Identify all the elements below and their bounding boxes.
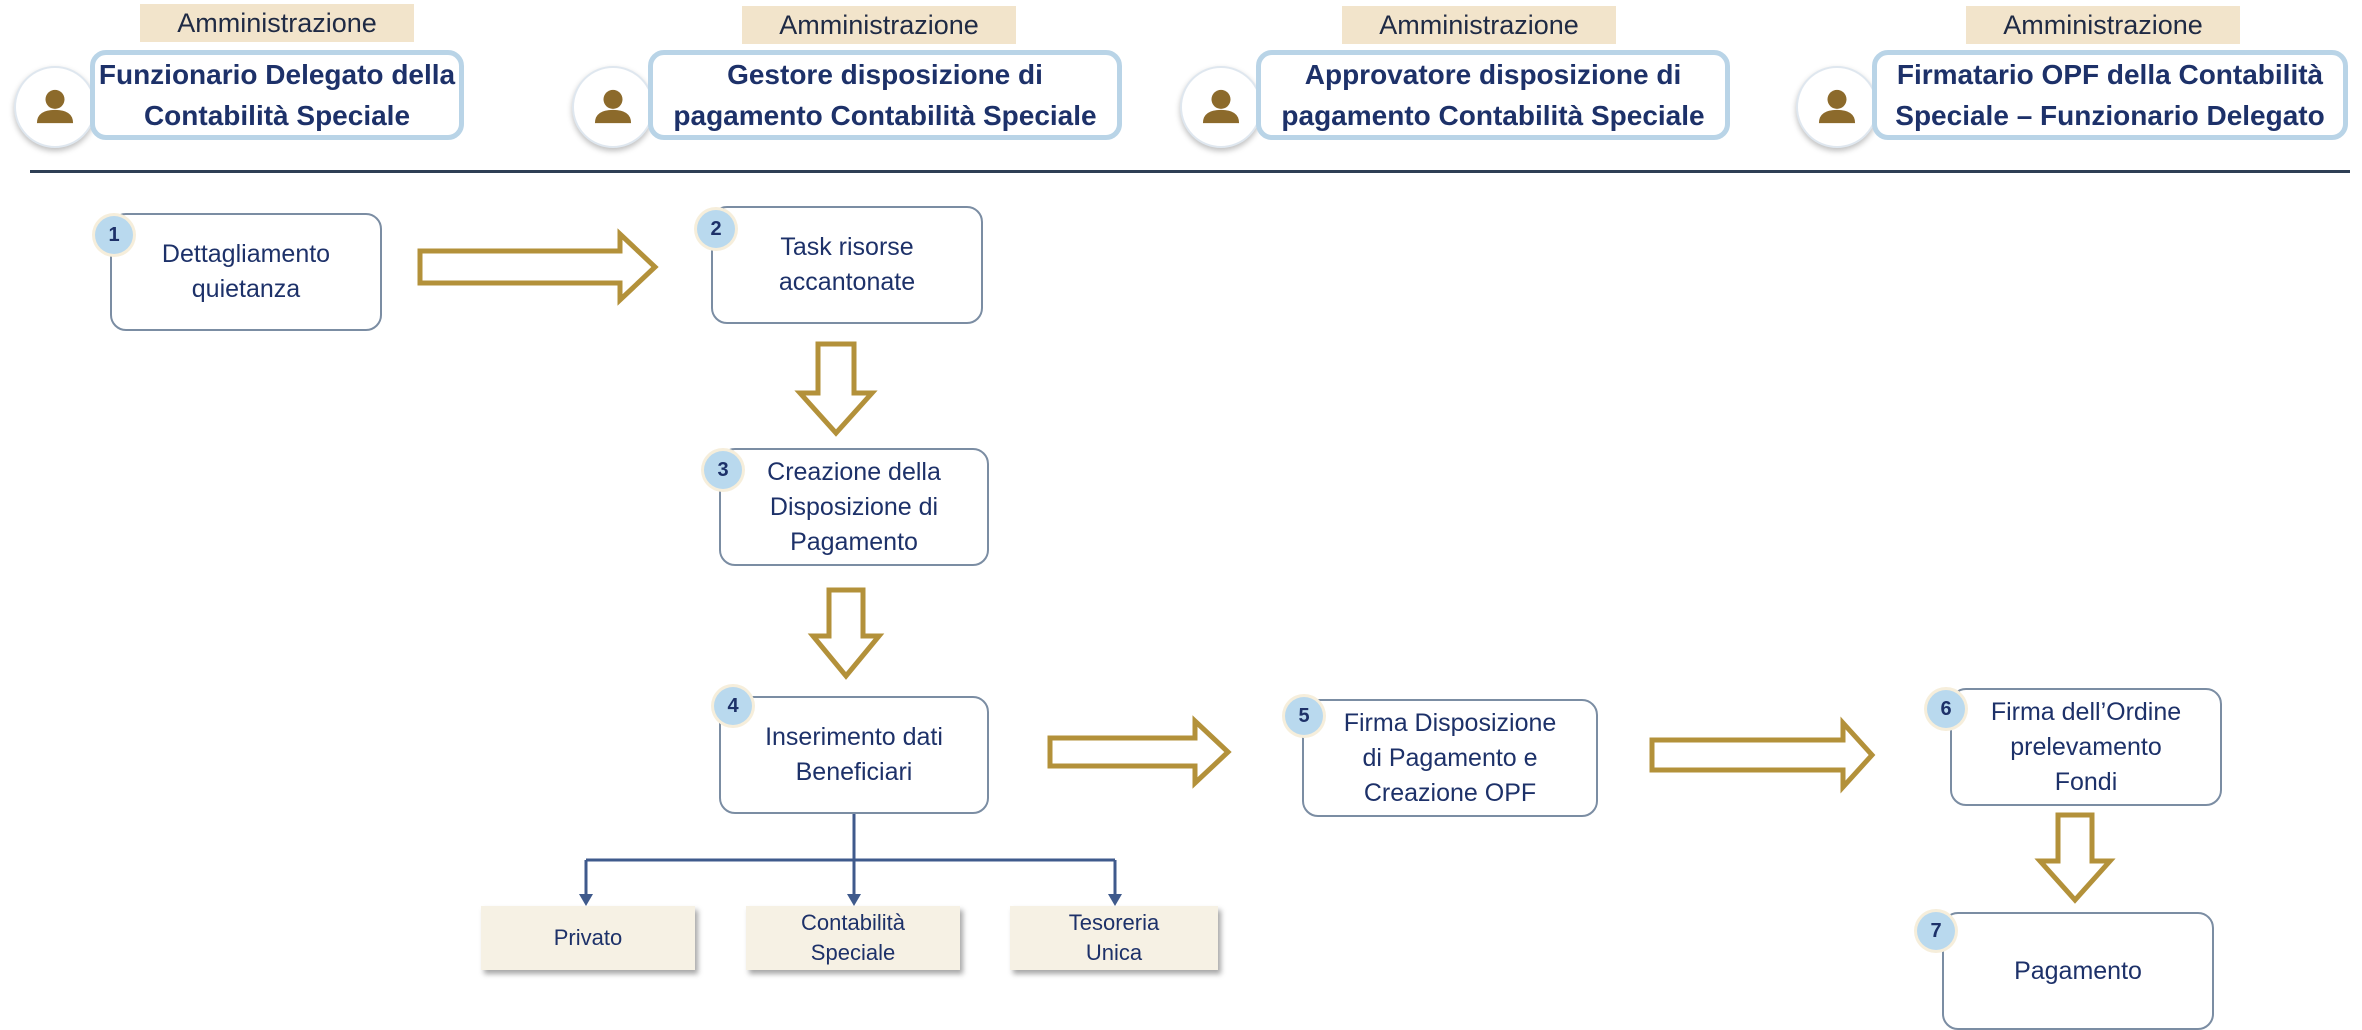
role-title-line: pagamento Contabilità Speciale	[673, 100, 1097, 131]
step-4-box: Inserimento dati Beneficiari	[719, 696, 989, 814]
step-3-box: Creazione della Disposizione di Pagament…	[719, 448, 989, 566]
arrow-right-icon	[1047, 715, 1232, 789]
role-title-line: Contabilità Speciale	[143, 100, 411, 131]
arrow-head-icon	[579, 894, 593, 906]
step-text-line: Task risorse	[780, 233, 914, 261]
step-text-line: prelevamento	[2010, 732, 2162, 761]
beneficiary-label: Speciale	[810, 940, 896, 965]
step-number-badge: 6	[1927, 690, 1965, 728]
arrow-right-icon	[417, 228, 659, 306]
step-text-line: Disposizione di	[769, 492, 939, 521]
beneficiary-privato: Privato	[481, 906, 695, 970]
step-text-line: Beneficiari	[795, 758, 913, 786]
step-text-line: Pagamento	[790, 527, 918, 556]
step-2-box: Task risorse accantonate	[711, 206, 983, 324]
role-box-4: Firmatario OPF della Contabilità Special…	[1872, 50, 2348, 140]
step-1-box: Dettagliamento quietanza	[110, 213, 382, 331]
beneficiary-label: Unica	[1085, 940, 1143, 965]
step-5-box: Firma Disposizione di Pagamento e Creazi…	[1302, 699, 1598, 817]
role-box-2: Gestore disposizione di pagamento Contab…	[648, 50, 1122, 140]
beneficiary-label: Tesoreria	[1068, 910, 1160, 935]
arrow-down-icon	[807, 587, 885, 680]
arrow-down-icon	[2034, 812, 2116, 904]
role-title-line: Approvatore disposizione di	[1304, 59, 1682, 90]
step-6-box: Firma dell’Ordine prelevamento Fondi	[1950, 688, 2222, 806]
step-number-badge: 1	[95, 216, 133, 254]
role-tag-3: Amministrazione	[1342, 6, 1616, 44]
step-text-line: Firma dell’Ordine	[1990, 697, 2182, 726]
role-title-line: Funzionario Delegato della	[98, 59, 456, 90]
step-text-line: Pagamento	[2014, 956, 2142, 985]
step-text-line: Creazione OPF	[1363, 778, 1537, 807]
step-number-badge: 3	[704, 451, 742, 489]
role-box-3: Approvatore disposizione di pagamento Co…	[1256, 50, 1730, 140]
arrow-down-icon	[794, 341, 878, 437]
role-title-line: Speciale – Funzionario Delegato	[1895, 100, 2325, 131]
step-text-line: Creazione della	[767, 457, 941, 486]
person-icon	[1796, 66, 1878, 148]
step-text-line: Fondi	[2054, 767, 2118, 796]
role-title-line: Gestore disposizione di	[727, 59, 1043, 90]
role-tag-2: Amministrazione	[742, 6, 1016, 44]
step-text-line: Dettagliamento	[161, 240, 331, 268]
step-number-badge: 2	[697, 210, 735, 248]
step-text-line: di Pagamento e	[1362, 743, 1538, 772]
step-number-badge: 5	[1285, 697, 1323, 735]
beneficiary-label: Contabilità	[801, 910, 905, 935]
step-text-line: Firma Disposizione	[1343, 708, 1557, 737]
arrow-right-icon	[1649, 716, 1876, 794]
step-number-badge: 7	[1917, 912, 1955, 950]
step-text-line: quietanza	[191, 275, 301, 303]
header-divider	[30, 170, 2350, 173]
step-number-badge: 4	[714, 687, 752, 725]
person-icon	[1180, 66, 1262, 148]
beneficiary-label: Privato	[553, 925, 623, 950]
step-7-box: Pagamento	[1942, 912, 2214, 1030]
role-title-line: Firmatario OPF della Contabilità	[1896, 59, 2324, 90]
role-tag-1: Amministrazione	[140, 4, 414, 42]
role-tag-4: Amministrazione	[1966, 6, 2240, 44]
arrow-head-icon	[847, 894, 861, 906]
role-title-line: pagamento Contabilità Speciale	[1281, 100, 1705, 131]
person-icon	[14, 66, 96, 148]
step-text-line: accantonate	[778, 268, 916, 296]
step-text-line: Inserimento dati	[765, 723, 943, 751]
arrow-head-icon	[1108, 894, 1122, 906]
beneficiary-contabilita-speciale: Contabilità Speciale	[746, 906, 960, 970]
person-icon	[572, 66, 654, 148]
role-box-1: Funzionario Delegato della Contabilità S…	[90, 50, 464, 140]
beneficiary-tesoreria-unica: Tesoreria Unica	[1010, 906, 1218, 970]
